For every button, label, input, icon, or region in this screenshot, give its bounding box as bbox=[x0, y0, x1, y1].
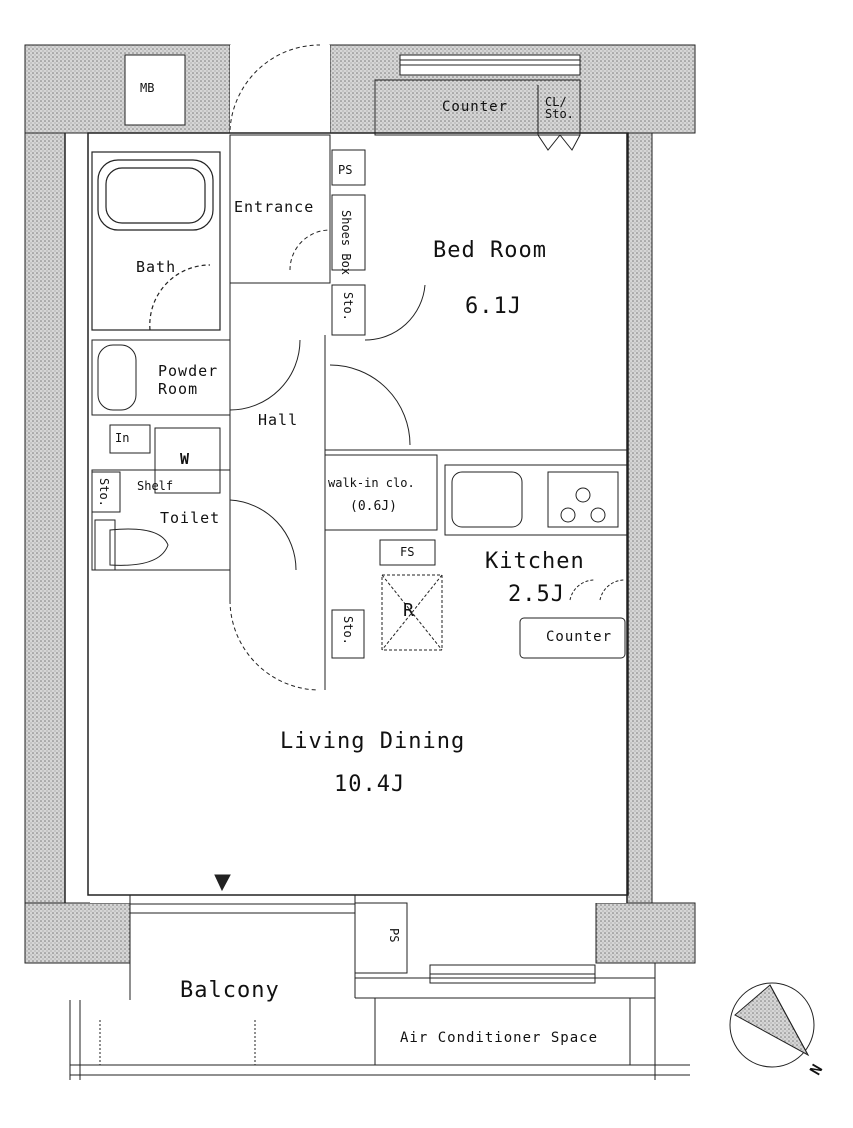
compass-icon bbox=[729, 982, 815, 1068]
sto1-label: Sto. bbox=[341, 292, 355, 321]
counter-top-label: Counter bbox=[442, 99, 509, 115]
balcony-area bbox=[69, 874, 690, 1080]
entrance-label: Entrance bbox=[234, 198, 315, 216]
entrance-area bbox=[229, 44, 426, 341]
mb-label: MB bbox=[140, 81, 155, 95]
bedroom-size: 6.1J bbox=[465, 294, 522, 319]
living-size: 10.4J bbox=[334, 772, 406, 797]
walkin-size: (0.6J) bbox=[350, 499, 397, 514]
kitchen-area bbox=[444, 464, 628, 659]
bath-label: Bath bbox=[136, 258, 177, 276]
shoes-box-label: Shoes Box bbox=[339, 210, 353, 276]
bedroom-name: Bed Room bbox=[433, 238, 547, 263]
powder-label: Powder Room bbox=[158, 362, 219, 398]
kitchen-name: Kitchen bbox=[485, 549, 585, 574]
bath-area bbox=[91, 151, 221, 331]
window-bedroom bbox=[399, 54, 581, 76]
walkin-label: walk-in clo. bbox=[328, 476, 415, 490]
cl-sto-label: CL/ Sto. bbox=[545, 95, 574, 121]
balcony-name: Balcony bbox=[180, 978, 280, 1003]
counter-top-box bbox=[374, 79, 581, 151]
kitchen-size: 2.5J bbox=[508, 582, 565, 607]
walkin-area bbox=[324, 449, 627, 659]
w-label: W bbox=[180, 450, 191, 468]
shelf-label: Shelf bbox=[137, 479, 174, 493]
fs-label: FS bbox=[400, 545, 415, 559]
ac-space-label: Air Conditioner Space bbox=[400, 1030, 599, 1046]
ps-top-label: PS bbox=[338, 163, 353, 177]
in-label: In bbox=[115, 431, 130, 445]
sto2-label: Sto. bbox=[341, 616, 355, 645]
hall-label: Hall bbox=[258, 411, 299, 429]
living-name: Living Dining bbox=[280, 729, 466, 754]
ps-bottom-label: PS bbox=[387, 928, 401, 943]
toilet-label: Toilet bbox=[160, 509, 221, 527]
sto3-label: Sto. bbox=[97, 478, 111, 507]
r-label: R bbox=[403, 600, 415, 621]
mb-box bbox=[124, 54, 186, 126]
counter-kitchen-label: Counter bbox=[546, 629, 613, 645]
interior-floor bbox=[90, 45, 627, 903]
